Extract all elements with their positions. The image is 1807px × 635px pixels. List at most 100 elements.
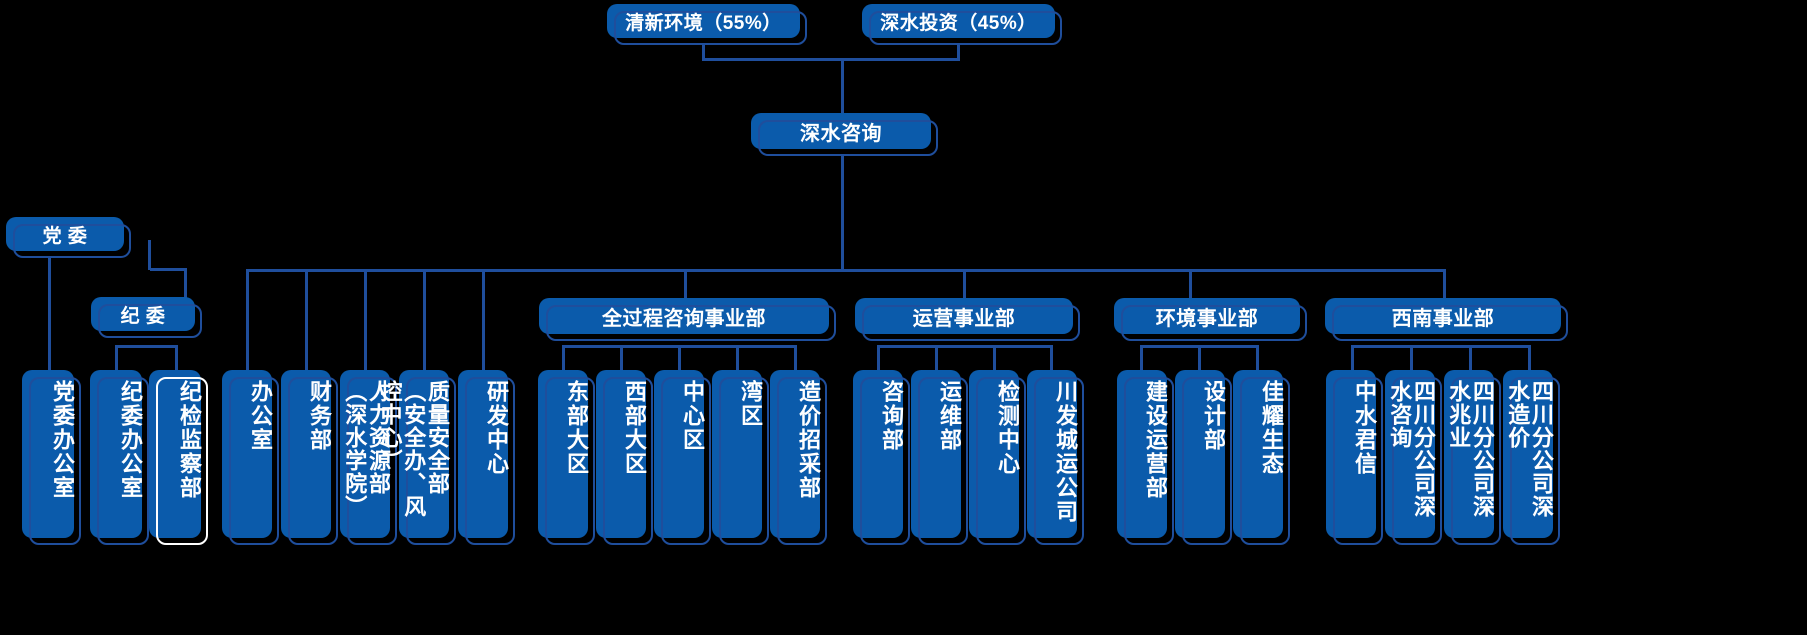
division-0-leaf-box-0[interactable]: 东部大区: [538, 370, 595, 545]
connector-division-0-leaf-4: [794, 345, 797, 371]
division-3-leaf-label-3: 四川分公司深水造价: [1505, 380, 1554, 518]
division-2-leaf-label-2: 佳耀生态: [1259, 380, 1284, 476]
discipline-committee-label: 纪 委: [120, 305, 166, 327]
connector-division-0-leaf-1: [620, 345, 623, 371]
division-2-leaf-label-1: 设计部: [1201, 380, 1226, 452]
shareholder-label-0: 清新环境（55%）: [625, 12, 782, 34]
connector-division-1-leaf-0: [877, 345, 880, 371]
division-1-leaf-label-3: 川发城运公司: [1053, 380, 1078, 524]
division-0-leaf-box-2[interactable]: 中心区: [654, 370, 711, 545]
connector-division-1-leaf-3: [1050, 345, 1053, 371]
connector-division-1-leaf-2: [993, 345, 996, 371]
functional-leaf-label-2: 人力资源部（深水学院）: [342, 380, 391, 518]
functional-leaf-box-1[interactable]: 财务部: [281, 370, 338, 545]
functional-leaf-label-4: 研发中心: [484, 380, 509, 476]
division-0-leaf-box-4[interactable]: 造价招采部: [770, 370, 827, 545]
connector-party-down: [48, 256, 51, 370]
connector-party-right-up: [148, 240, 151, 270]
division-3-bus: [1351, 345, 1528, 348]
division-2-leaf-label-0: 建设运营部: [1143, 380, 1168, 500]
connector-functional-1: [305, 269, 308, 370]
connector-division-3-leaf-0: [1351, 345, 1354, 371]
connector-division-1-up: [963, 269, 966, 300]
party-leaf-box-2[interactable]: 纪检监察部: [149, 370, 208, 545]
shareholder-label-1: 深水投资（45%）: [880, 12, 1037, 34]
connector-party-to-discipline-h: [150, 268, 186, 271]
division-3-leaf-label-0: 中水君信: [1352, 380, 1377, 476]
connector-functional-2: [364, 269, 367, 370]
connector-division-3-leaf-3: [1528, 345, 1531, 371]
company-label: 深水咨询: [800, 122, 882, 145]
division-2-leaf-box-1[interactable]: 设计部: [1175, 370, 1232, 545]
functional-leaf-box-4[interactable]: 研发中心: [458, 370, 515, 545]
connector-discipline-bus: [115, 345, 177, 348]
main-bus: [246, 269, 1445, 272]
division-0-leaf-label-2: 中心区: [680, 380, 705, 452]
party-leaf-box-0[interactable]: 党委办公室: [22, 370, 81, 545]
functional-leaf-box-3[interactable]: 质量安全部（安全办、风控中心）: [377, 370, 456, 545]
connector-division-2-leaf-1: [1198, 345, 1201, 371]
functional-leaf-label-3: 质量安全部（安全办、风控中心）: [377, 380, 451, 518]
division-3-leaf-box-2[interactable]: 四川分公司深水兆业: [1444, 370, 1501, 545]
connector-division-2-leaf-2: [1256, 345, 1259, 371]
connector-division-1-leaf-1: [935, 345, 938, 371]
connector-discipline-up: [184, 268, 187, 299]
party-leaf-box-1[interactable]: 纪委办公室: [90, 370, 149, 545]
connector-company-up: [841, 58, 844, 115]
connector-division-0-leaf-2: [678, 345, 681, 371]
division-2-leaf-box-0[interactable]: 建设运营部: [1117, 370, 1174, 545]
division-0-leaf-label-1: 西部大区: [622, 380, 647, 476]
connector-division-2-up: [1189, 269, 1192, 300]
party-leaf-label-2: 纪检监察部: [177, 380, 202, 500]
division-1-leaf-label-1: 运维部: [937, 380, 962, 452]
connector-division-3-up: [1443, 269, 1446, 300]
division-box-2[interactable]: 环境事业部: [1114, 298, 1307, 341]
division-1-leaf-label-2: 检测中心: [995, 380, 1020, 476]
division-1-bus: [877, 345, 1052, 348]
division-box-1[interactable]: 运营事业部: [855, 298, 1080, 341]
company-box[interactable]: 深水咨询: [751, 113, 938, 156]
connector-functional-3: [423, 269, 426, 370]
connector-shareholder-1-down: [957, 45, 960, 60]
party-committee-box[interactable]: 党 委: [6, 217, 131, 258]
division-box-0[interactable]: 全过程咨询事业部: [539, 298, 836, 341]
connector-discipline-leaf-0: [115, 345, 118, 371]
shareholder-box-1[interactable]: 深水投资（45%）: [862, 4, 1062, 45]
party-leaf-label-1: 纪委办公室: [118, 380, 143, 500]
division-1-leaf-box-0[interactable]: 咨询部: [853, 370, 910, 545]
division-3-leaf-box-0[interactable]: 中水君信: [1326, 370, 1383, 545]
connector-shareholder-0-down: [702, 45, 705, 60]
connector-discipline-leaf-1: [175, 345, 178, 371]
division-label-2: 环境事业部: [1155, 307, 1259, 330]
party-leaf-label-0: 党委办公室: [50, 380, 75, 500]
party-committee-label: 党 委: [42, 225, 88, 247]
connector-division-2-leaf-0: [1140, 345, 1143, 371]
connector-shareholder-bus: [702, 58, 960, 61]
division-1-leaf-box-1[interactable]: 运维部: [911, 370, 968, 545]
division-2-leaf-box-2[interactable]: 佳耀生态: [1233, 370, 1290, 545]
division-label-3: 西南事业部: [1391, 307, 1495, 330]
division-1-leaf-box-3[interactable]: 川发城运公司: [1027, 370, 1084, 545]
connector-division-3-leaf-1: [1410, 345, 1413, 371]
functional-leaf-box-0[interactable]: 办公室: [222, 370, 279, 545]
division-label-1: 运营事业部: [912, 307, 1016, 330]
division-0-leaf-label-4: 造价招采部: [796, 380, 821, 500]
division-1-leaf-label-0: 咨询部: [879, 380, 904, 452]
functional-leaf-label-0: 办公室: [248, 380, 273, 452]
shareholder-box-0[interactable]: 清新环境（55%）: [607, 4, 807, 45]
division-0-leaf-label-3: 湾区: [738, 380, 763, 428]
division-box-3[interactable]: 西南事业部: [1325, 298, 1568, 341]
discipline-committee-box[interactable]: 纪 委: [91, 297, 202, 338]
division-label-0: 全过程咨询事业部: [602, 307, 766, 330]
division-0-leaf-box-1[interactable]: 西部大区: [596, 370, 653, 545]
connector-functional-4: [482, 269, 485, 370]
division-3-leaf-box-3[interactable]: 四川分公司深水造价: [1503, 370, 1560, 545]
connector-company-down: [841, 154, 844, 270]
division-3-leaf-box-1[interactable]: 四川分公司深水咨询: [1385, 370, 1442, 545]
division-0-leaf-label-0: 东部大区: [564, 380, 589, 476]
connector-functional-0: [246, 269, 249, 370]
division-0-leaf-box-3[interactable]: 湾区: [712, 370, 769, 545]
division-1-leaf-box-2[interactable]: 检测中心: [969, 370, 1026, 545]
connector-division-0-leaf-0: [562, 345, 565, 371]
